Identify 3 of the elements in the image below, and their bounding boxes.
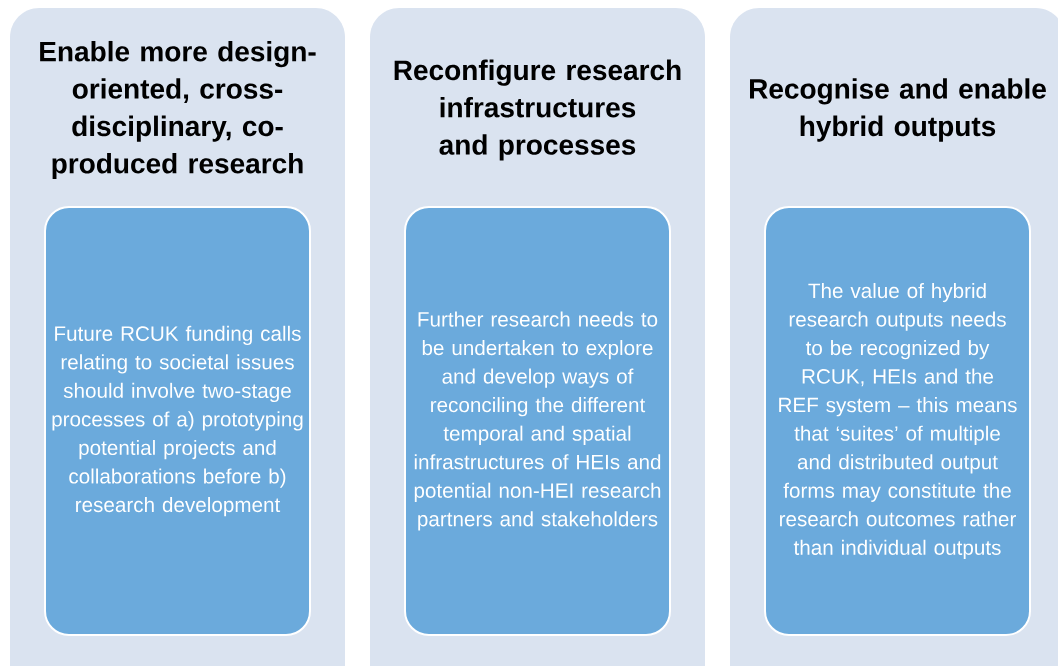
text-box: Future RCUK funding calls relating to societal issues should involve two-stage processes of a) prototyping potential projects and collaborations before b) research development [44,206,311,636]
text-box: The value of hybrid research outputs needs to be recognized by RCUK, HEIs and the REF system – this means that ‘suites’ of multiple and distributed output forms may constitute the research outcomes rather than individual outputs [764,206,1031,636]
text-box: Further research needs to be undertaken to explore and develop ways of reconciling the different temporal and spatial infrastructures of HEIs and potential non-HEI research partners and stakeholders [404,206,671,636]
